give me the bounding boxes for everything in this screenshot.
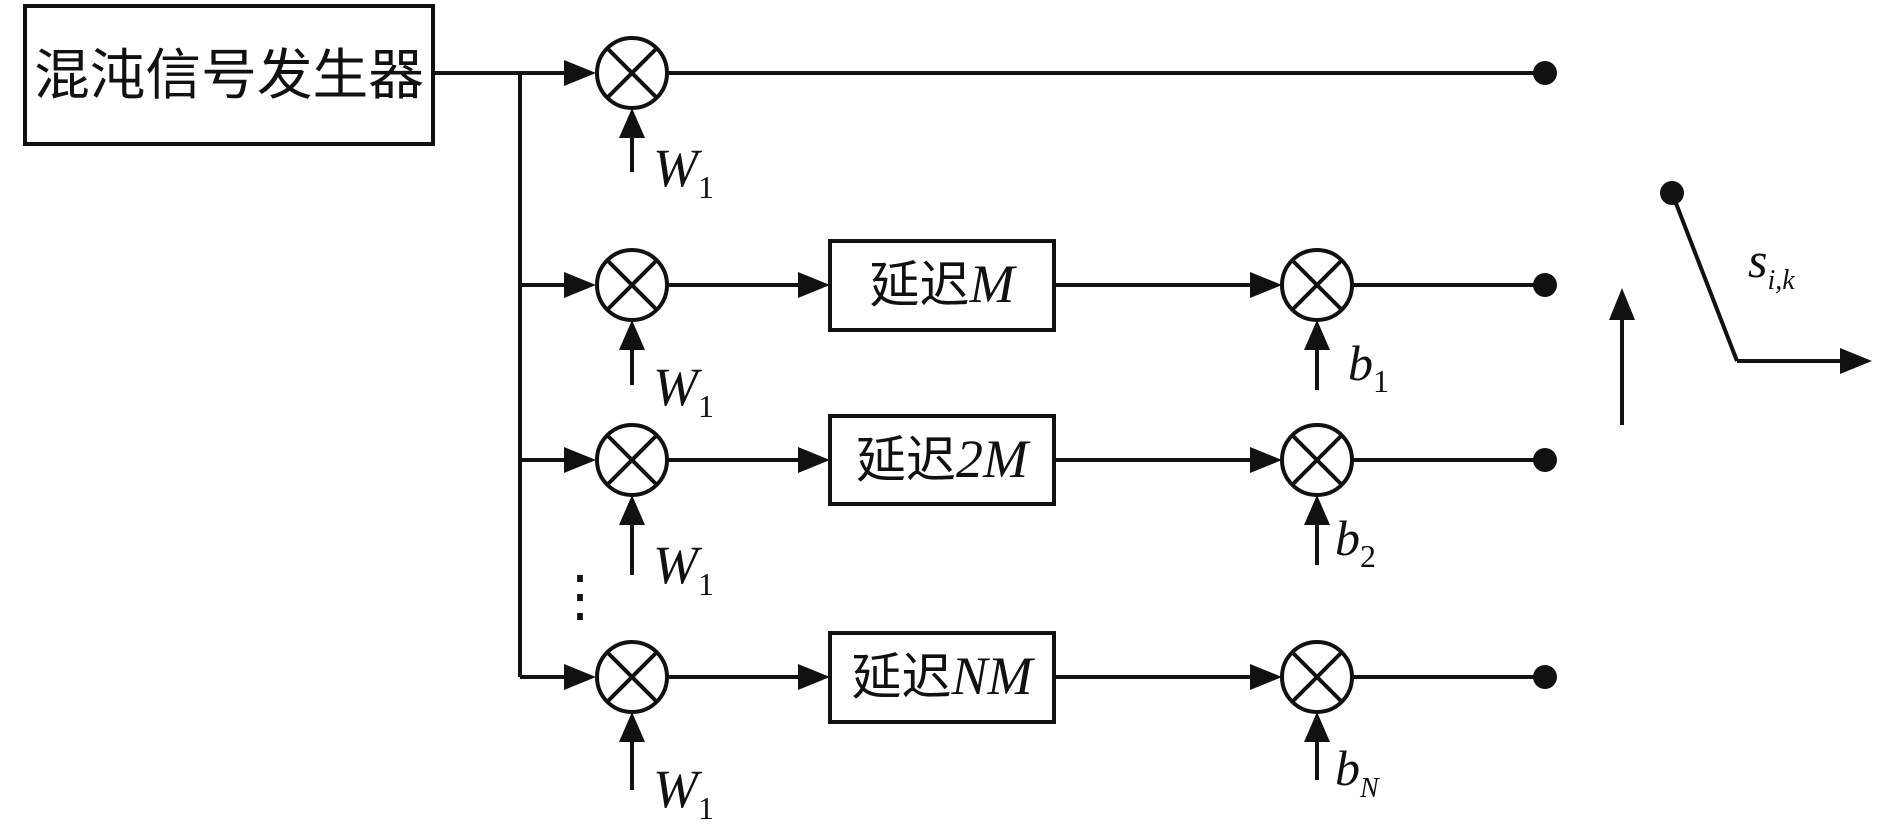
branch-1-output-terminal <box>1533 61 1557 85</box>
branch-4-delay-box <box>828 631 1056 724</box>
branch-4-delay-arrowhead <box>798 664 830 690</box>
branch-3-weight-label: W1 <box>653 535 714 602</box>
branch-2-coef-arrowhead <box>1250 272 1282 298</box>
rotation-arrowhead <box>1609 288 1635 320</box>
branch-3-output-terminal <box>1533 448 1557 472</box>
branch-2-weight-label: W1 <box>653 357 714 424</box>
branch-3-coef-label: b2 <box>1335 510 1376 574</box>
branch-3-delay-label: 延迟2M <box>856 429 1031 489</box>
branch-2-input-arrowhead <box>564 272 596 298</box>
branch-2-coef-label: b1 <box>1348 335 1389 399</box>
generator-label: 混沌信号发生器 <box>34 43 424 107</box>
branch-4-coef-arrowhead <box>1250 664 1282 690</box>
branch-1-weight-label: W1 <box>653 138 714 205</box>
branch-2-delay-arrowhead <box>798 272 830 298</box>
branch-3-delay-box <box>828 414 1056 506</box>
switch-arm <box>1670 192 1739 362</box>
output-label: si,k <box>1748 232 1795 296</box>
branch-3-input-arrowhead <box>564 447 596 473</box>
branch-4-output-terminal <box>1533 665 1557 689</box>
generator-box <box>23 4 435 146</box>
branch-1-mixer-x2 <box>605 46 659 100</box>
branch-2-delay-box <box>828 239 1056 332</box>
branch-3-coef-arrowhead <box>1250 447 1282 473</box>
branch-4-delay-label: 延迟NM <box>852 646 1036 706</box>
branch-3-delay-arrowhead <box>798 447 830 473</box>
branch-ellipsis: ⋮ <box>552 564 608 629</box>
branch-4-input-arrowhead <box>564 664 596 690</box>
branch-4-coef-label: bN <box>1335 740 1380 804</box>
switch-output-arrowhead <box>1840 348 1872 374</box>
branch-4-weight-label: W1 <box>653 759 714 826</box>
branch-1-input-arrowhead <box>564 60 596 86</box>
branch-1-weight-arrowhead <box>619 108 645 138</box>
branch-2-delay-label: 延迟M <box>870 254 1018 314</box>
branch-2-output-terminal <box>1533 273 1557 297</box>
